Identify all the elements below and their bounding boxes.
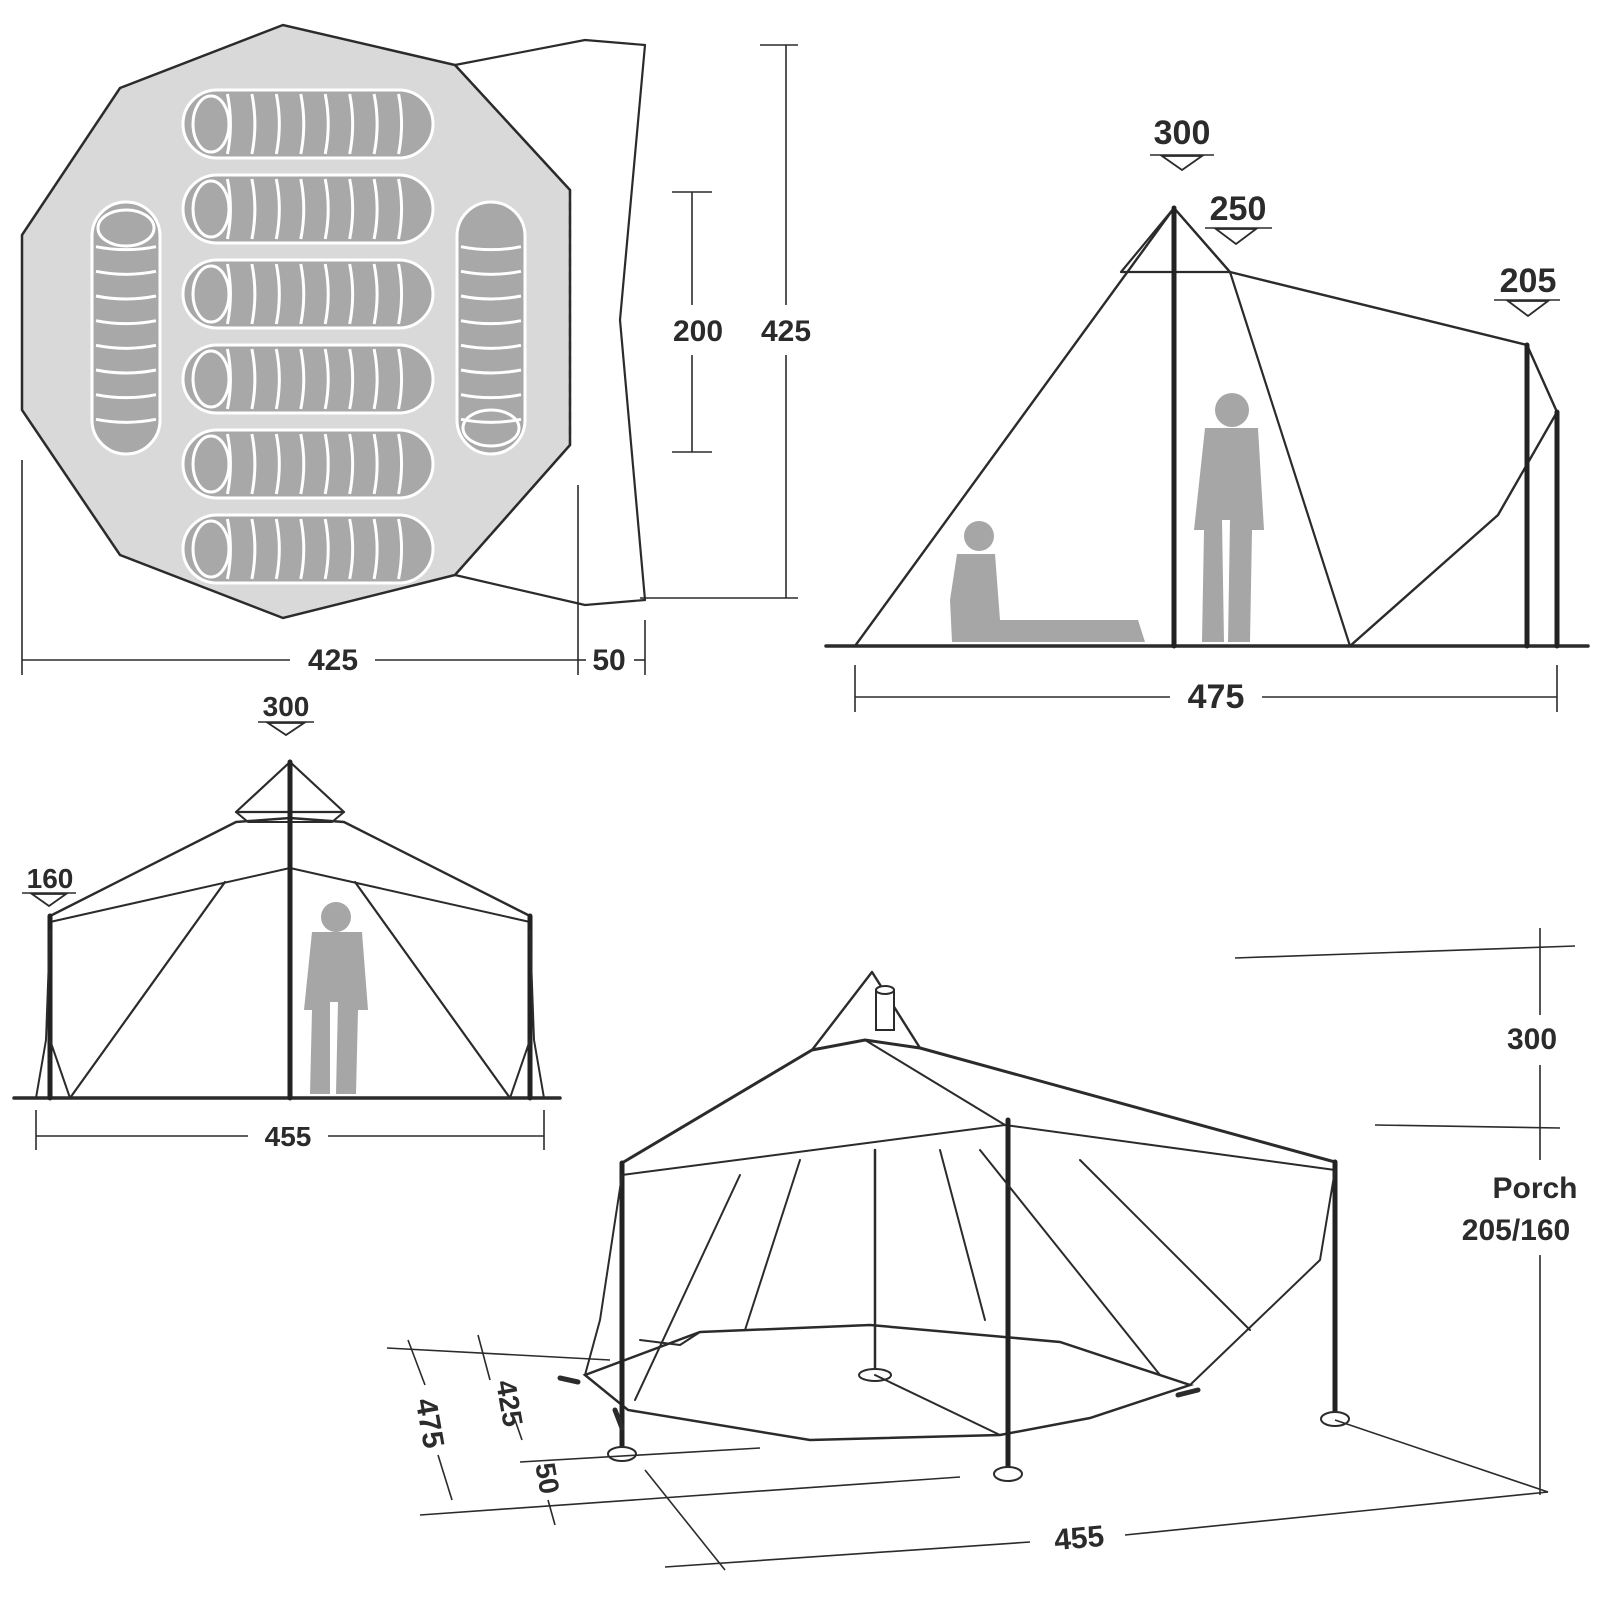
front-view: 300 160 455 [12,691,562,1152]
label-porch-title: Porch [1492,1172,1577,1205]
dim-porch-depth: 50 [578,620,646,677]
sleeping-bag [455,200,527,456]
dim-floor-depth: 425 [21,460,579,677]
marker-front-wall: 160 [22,863,76,908]
sleeping-bag [181,513,435,585]
label-perspective-porch-depth: 50 [529,1460,565,1496]
label-front-peak: 300 [263,691,310,722]
label-perspective-height: 300 [1507,1023,1557,1056]
label-front-wall: 160 [27,863,74,894]
sleeping-bag [181,173,435,245]
label-side-peak: 300 [1154,114,1211,152]
marker-porch-height: 205 [1494,262,1560,318]
dim-perspective-porch-depth: 50 [519,1447,761,1526]
front-person-figure [304,902,368,1094]
sleeping-bag [181,258,435,330]
sleeping-bag [181,88,435,160]
floor-plan: 425 50 200 425 [20,23,811,677]
dim-perspective-width: 455 [419,1469,1549,1571]
label-perspective-width: 455 [1053,1520,1106,1557]
marker-front-peak: 300 [258,691,314,737]
label-porch-depth: 50 [592,644,625,677]
side-view: 300 250 205 475 [824,114,1590,716]
label-perspective-length: 475 [409,1396,450,1451]
label-porch-heights: 205/160 [1462,1214,1570,1247]
marker-vent: 250 [1205,190,1272,246]
label-inner-width: 200 [673,315,723,348]
perspective-floor [582,1323,1194,1442]
label-side-vent: 250 [1210,190,1267,228]
label-front-width: 455 [265,1121,312,1152]
dim-total-width: 425 [640,44,811,599]
sleeping-bag [181,428,435,500]
label-perspective-inner-length: 425 [490,1378,529,1429]
label-side-porch-height: 205 [1500,262,1557,300]
sitting-person-figure [950,521,1145,642]
dim-perspective-height: 300 Porch 205/160 [1234,928,1578,1495]
label-total-width: 425 [761,315,811,348]
perspective-roof [620,1038,1337,1165]
sleeping-bag [181,343,435,415]
dim-perspective-inner-length: 425 [477,1334,529,1441]
dim-inner-width: 200 [672,191,723,453]
marker-peak: 300 [1150,114,1214,172]
dim-side-length: 475 [854,665,1558,716]
porch-outline [453,38,647,607]
standing-person-figure [1194,393,1264,642]
perspective-view: 300 Porch 205/160 475 425 50 45 [386,928,1578,1571]
label-side-length: 475 [1188,678,1245,716]
sleeping-bag [90,200,162,456]
label-floor-depth: 425 [308,644,358,677]
sleeping-bags [90,88,527,585]
floor-plan-door-dashed [454,64,572,576]
dim-front-width: 455 [35,1110,545,1152]
